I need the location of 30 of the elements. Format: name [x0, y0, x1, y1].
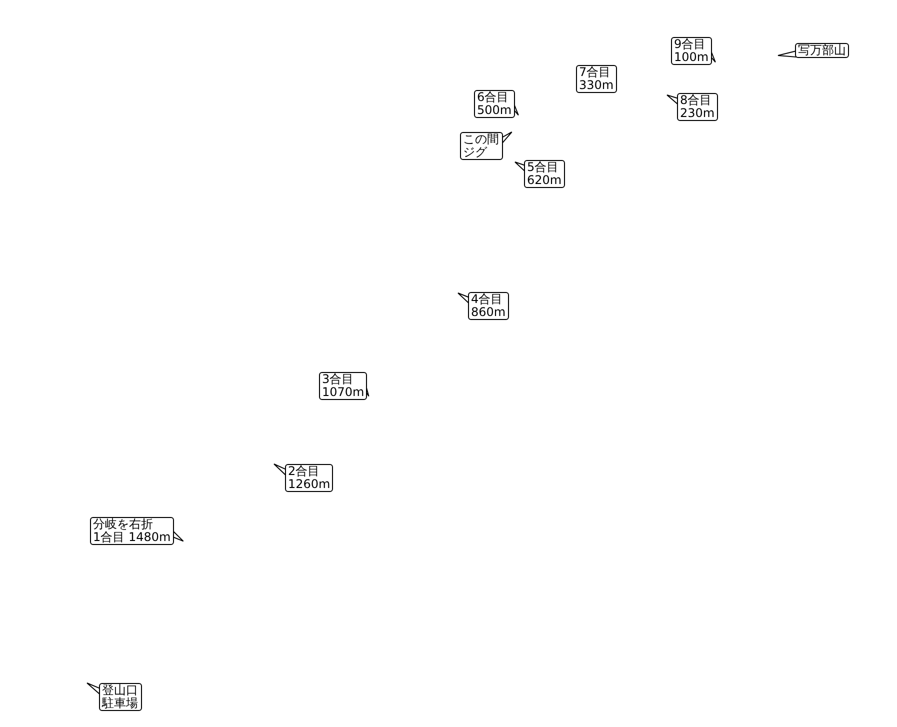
callout-text: 分岐を右折	[93, 518, 154, 531]
callout-box	[576, 65, 617, 93]
callout-text: 500m	[477, 104, 512, 117]
callout-text: 100m	[674, 51, 709, 64]
callout-text: 1合目 1480m	[93, 531, 171, 544]
callout-text: 写万部山	[798, 44, 846, 57]
callout-text: 1260m	[288, 478, 330, 491]
callout-text: 230m	[680, 107, 715, 120]
callout-text: 8合目	[680, 94, 713, 107]
callout-text: 7合目	[579, 66, 612, 79]
callout-text: 5合目	[527, 161, 560, 174]
callout-box	[677, 93, 718, 121]
callout-box	[468, 292, 509, 320]
callout-text: 3合目	[322, 373, 355, 386]
callout-text: 4合目	[471, 293, 504, 306]
callout-text: 330m	[579, 79, 614, 92]
callout-box	[474, 90, 515, 118]
callout-box	[671, 37, 712, 65]
callout-text: 1070m	[322, 386, 364, 399]
callout-box	[524, 160, 565, 188]
callout-text: 6合目	[477, 91, 510, 104]
callout-text: 登山口駐車場	[102, 684, 139, 710]
callout-text: 860m	[471, 306, 506, 319]
callout-text: 620m	[527, 174, 562, 187]
callout-text: この間ジグ	[463, 133, 500, 159]
callout-box	[285, 464, 334, 492]
callout-text: 2合目	[288, 465, 321, 478]
callout-box	[319, 372, 368, 400]
callout-text: 9合目	[674, 38, 707, 51]
callout-box	[90, 517, 174, 545]
